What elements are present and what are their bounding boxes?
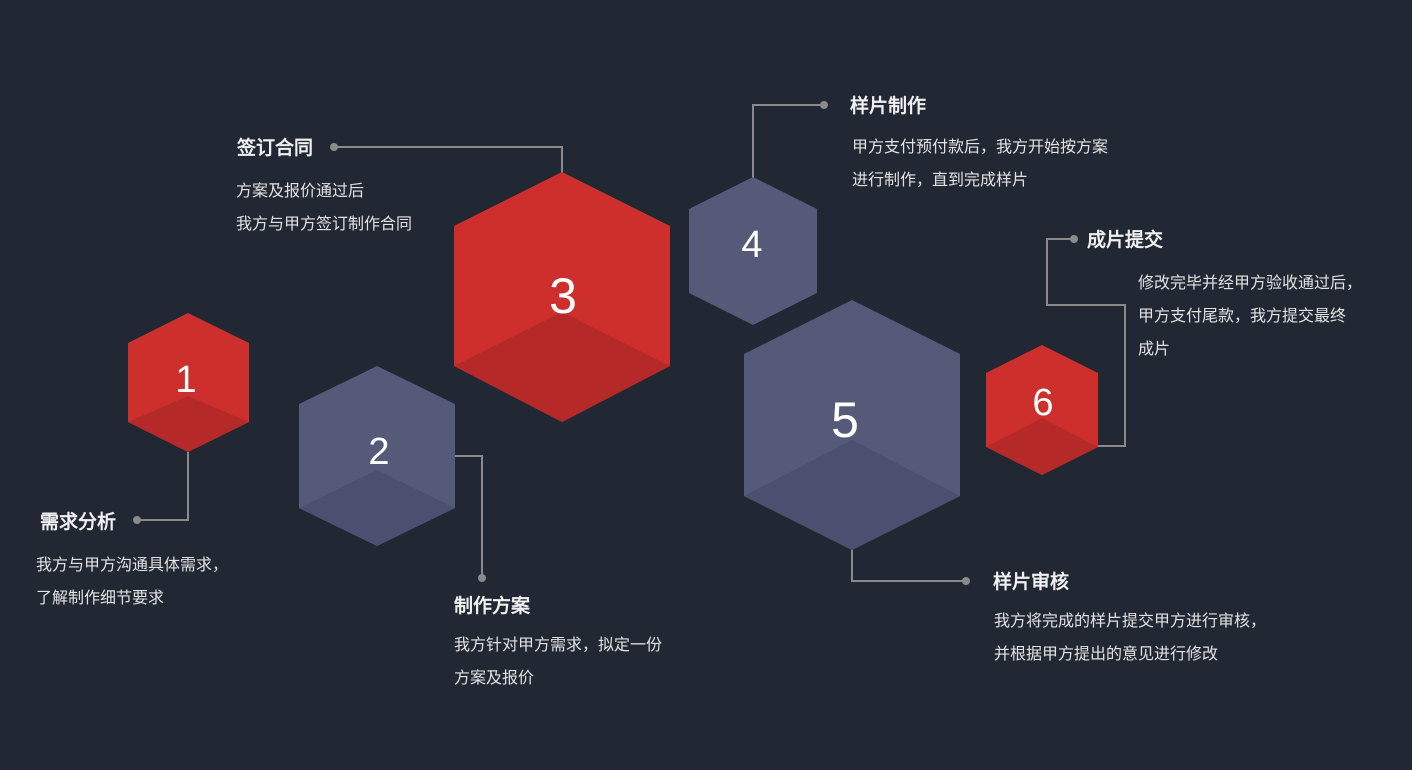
step-number: 2 xyxy=(368,431,389,473)
hexagon-step-1: 1 xyxy=(128,313,249,452)
connector-2 xyxy=(455,455,486,582)
description-line: 方案及报价通过后 xyxy=(236,181,365,200)
step-number: 3 xyxy=(549,268,577,324)
connector-dot xyxy=(478,574,486,582)
hexagon-step-6: 6 xyxy=(986,345,1098,475)
step-6-title: 成片提交 xyxy=(1087,229,1164,251)
description-line: 成片 xyxy=(1138,339,1171,358)
step-number: 5 xyxy=(831,392,859,448)
description-line: 甲方支付预付款后，我方开始按方案 xyxy=(852,137,1109,156)
description-line: 并根据甲方提出的意见进行修改 xyxy=(994,644,1219,663)
connector-dot xyxy=(962,577,970,585)
connector-dot xyxy=(1070,235,1078,243)
description-line: 甲方支付尾款，我方提交最终 xyxy=(1138,306,1347,325)
connector-dot xyxy=(133,516,141,524)
hexagon-step-4: 4 xyxy=(689,177,817,325)
connector-4 xyxy=(752,101,828,180)
description-line: 我方与甲方签订制作合同 xyxy=(236,214,413,233)
step-3-description: 方案及报价通过后 我方与甲方签订制作合同 xyxy=(236,174,412,240)
connector-6 xyxy=(1046,235,1126,447)
step-4-title: 样片制作 xyxy=(850,95,927,117)
connector-3 xyxy=(330,143,563,175)
step-6-description: 修改完毕并经甲方验收通过后， 甲方支付尾款，我方提交最终 成片 xyxy=(1138,266,1362,365)
hexagon-step-5: 5 xyxy=(744,300,960,550)
step-number: 1 xyxy=(175,359,196,401)
description-line: 我方与甲方沟通具体需求， xyxy=(36,555,229,574)
step-4-description: 甲方支付预付款后，我方开始按方案 进行制作，直到完成样片 xyxy=(852,130,1108,196)
connector-5 xyxy=(851,548,970,585)
step-3-title: 签订合同 xyxy=(237,137,314,159)
step-5-title: 样片审核 xyxy=(993,571,1070,593)
step-number: 6 xyxy=(1032,382,1053,424)
description-line: 修改完毕并经甲方验收通过后， xyxy=(1138,273,1363,292)
connector-dot xyxy=(330,143,338,151)
hexagon-step-3: 3 xyxy=(454,172,670,422)
step-2-title: 制作方案 xyxy=(454,595,531,617)
step-5-description: 我方将完成的样片提交甲方进行审核， 并根据甲方提出的意见进行修改 xyxy=(994,604,1266,670)
step-2-description: 我方针对甲方需求，拟定一份 方案及报价 xyxy=(454,628,662,694)
description-line: 进行制作，直到完成样片 xyxy=(852,170,1029,189)
connector-1 xyxy=(133,452,189,524)
connector-dot xyxy=(820,101,828,109)
hexagon-step-2: 2 xyxy=(299,366,455,546)
step-1-title: 需求分析 xyxy=(40,511,117,533)
step-number: 4 xyxy=(741,224,762,266)
description-line: 了解制作细节要求 xyxy=(36,588,165,607)
description-line: 我方将完成的样片提交甲方进行审核， xyxy=(994,611,1267,630)
step-1-description: 我方与甲方沟通具体需求， 了解制作细节要求 xyxy=(36,548,228,614)
description-line: 方案及报价 xyxy=(454,668,535,687)
description-line: 我方针对甲方需求，拟定一份 xyxy=(454,635,663,654)
